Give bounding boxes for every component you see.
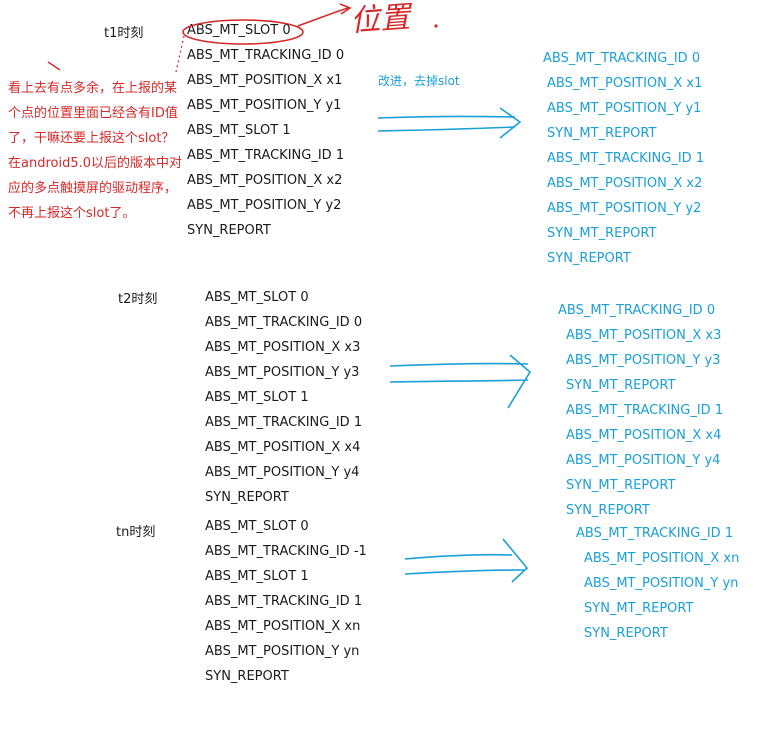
improved-event-line: SYN_MT_REPORT (547, 226, 657, 241)
improved-event-line: ABS_MT_POSITION_Y y2 (547, 201, 702, 216)
improved-event-line: ABS_MT_POSITION_Y y1 (547, 101, 702, 116)
improved-event-line: ABS_MT_POSITION_Y yn (584, 576, 739, 591)
event-line: ABS_MT_POSITION_X x4 (205, 440, 361, 455)
event-line: ABS_MT_POSITION_Y y2 (187, 198, 342, 213)
t1-label: t1时刻 (104, 26, 144, 41)
improved-event-line: ABS_MT_TRACKING_ID 1 (576, 526, 734, 541)
red-dot (434, 24, 438, 28)
improved-event-line: ABS_MT_POSITION_X xn (584, 551, 740, 566)
event-line: ABS_MT_POSITION_Y yn (205, 644, 360, 659)
event-line: ABS_MT_SLOT 1 (205, 569, 309, 584)
t2-label: t2时刻 (118, 292, 158, 307)
event-line: ABS_MT_POSITION_Y y3 (205, 365, 360, 380)
event-line: ABS_MT_TRACKING_ID 0 (187, 48, 345, 63)
improved-event-line: SYN_MT_REPORT (584, 601, 694, 616)
event-line: SYN_REPORT (187, 223, 271, 238)
red-mark-1 (47, 61, 61, 71)
event-line: SYN_REPORT (205, 669, 289, 684)
event-line: ABS_MT_POSITION_X x1 (187, 73, 343, 88)
event-line: ABS_MT_TRACKING_ID -1 (205, 544, 367, 559)
event-line: ABS_MT_TRACKING_ID 1 (205, 415, 363, 430)
improved-event-line: ABS_MT_TRACKING_ID 0 (543, 51, 701, 66)
event-line: ABS_MT_SLOT 1 (187, 123, 291, 138)
improved-event-line: ABS_MT_POSITION_X x2 (547, 176, 703, 191)
event-line: ABS_MT_SLOT 1 (205, 390, 309, 405)
improved-event-line: SYN_MT_REPORT (566, 478, 676, 493)
event-line: ABS_MT_TRACKING_ID 1 (187, 148, 345, 163)
arrow-t2 (389, 354, 532, 409)
red-mark-2 (175, 35, 185, 73)
improved-event-line: ABS_MT_TRACKING_ID 1 (566, 403, 724, 418)
event-line: ABS_MT_TRACKING_ID 1 (205, 594, 363, 609)
improved-event-line: SYN_REPORT (547, 251, 631, 266)
improved-event-line: ABS_MT_TRACKING_ID 0 (558, 303, 716, 318)
tn-label: tn时刻 (116, 525, 156, 540)
arrow-tn (404, 538, 529, 583)
improved-event-line: ABS_MT_POSITION_X x3 (566, 328, 722, 343)
event-line: ABS_MT_TRACKING_ID 0 (205, 315, 363, 330)
improved-event-line: SYN_REPORT (584, 626, 668, 641)
event-line: ABS_MT_POSITION_X xn (205, 619, 361, 634)
event-line: ABS_MT_SLOT 0 (205, 290, 309, 305)
event-line: ABS_MT_SLOT 0 (187, 23, 291, 38)
event-line: ABS_MT_POSITION_X x3 (205, 340, 361, 355)
red-pointer-arrow (297, 7, 349, 27)
improved-event-line: SYN_MT_REPORT (566, 378, 676, 393)
improved-event-line: ABS_MT_POSITION_Y y4 (566, 453, 721, 468)
event-line: SYN_REPORT (205, 490, 289, 505)
event-line: ABS_MT_POSITION_Y y1 (187, 98, 342, 113)
improved-event-line: SYN_MT_REPORT (547, 126, 657, 141)
arrow-t1 (377, 107, 522, 139)
improved-event-line: ABS_MT_POSITION_X x1 (547, 76, 703, 91)
event-line: ABS_MT_POSITION_X x2 (187, 173, 343, 188)
event-line: ABS_MT_SLOT 0 (205, 519, 309, 534)
red-highlight-ellipse (182, 19, 304, 45)
event-line: ABS_MT_POSITION_Y y4 (205, 465, 360, 480)
improved-event-line: ABS_MT_POSITION_X x4 (566, 428, 722, 443)
improved-event-line: ABS_MT_POSITION_Y y3 (566, 353, 721, 368)
improve-label: 改进，去掉slot (378, 74, 460, 88)
annotation-note: 看上去有点多余，在上报的某个点的位置里面已经含有ID值了，干嘛还要上报这个slo… (8, 81, 183, 221)
improved-event-line: SYN_REPORT (566, 503, 650, 518)
improved-event-line: ABS_MT_TRACKING_ID 1 (547, 151, 705, 166)
